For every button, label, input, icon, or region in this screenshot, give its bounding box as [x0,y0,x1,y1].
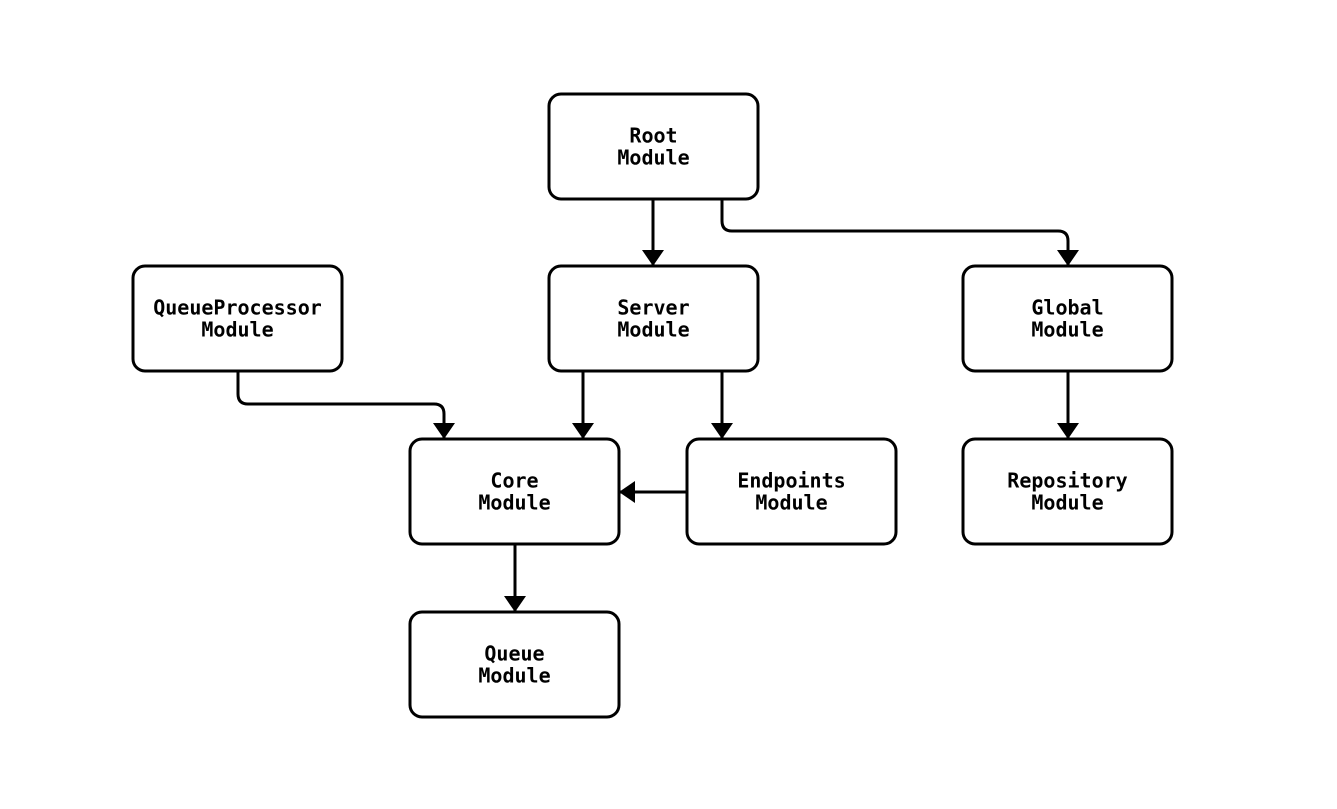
node-queueprocessor-module: QueueProcessor Module [131,264,344,373]
node-label-line2: Module [478,664,550,688]
node-box [131,264,344,373]
node-global-module: Global Module [961,264,1174,373]
node-queue-module: Queue Module [408,610,621,719]
edge-root-to-global [720,198,1079,266]
node-label-line1: Core [490,469,538,493]
node-box [408,437,621,546]
node-endpoints-module: Endpoints Module [685,437,898,546]
node-box [408,610,621,719]
edge-layer [236,198,1079,612]
node-label-line2: Module [1031,491,1103,515]
edge-queueprocessor-to-core [236,371,455,439]
node-box [547,92,760,201]
node-label-line2: Module [617,318,689,342]
node-label-line1: Endpoints [737,469,845,493]
node-server-module: Server Module [547,264,760,373]
node-label-line1: Root [629,124,677,148]
node-label-line1: Global [1031,296,1103,320]
node-label-line1: QueueProcessor [153,296,322,320]
node-label-line1: Server [617,296,689,320]
node-core-module: Core Module [408,437,621,546]
node-label-line1: Repository [1007,469,1127,493]
node-label-line1: Queue [484,642,544,666]
node-box [685,437,898,546]
node-repository-module: Repository Module [961,437,1174,546]
node-box [547,264,760,373]
node-label-line2: Module [1031,318,1103,342]
node-box [961,264,1174,373]
node-label-line2: Module [755,491,827,515]
node-label-line2: Module [478,491,550,515]
node-label-line2: Module [201,318,273,342]
node-root-module: Root Module [547,92,760,201]
node-label-line2: Module [617,146,689,170]
node-box [961,437,1174,546]
